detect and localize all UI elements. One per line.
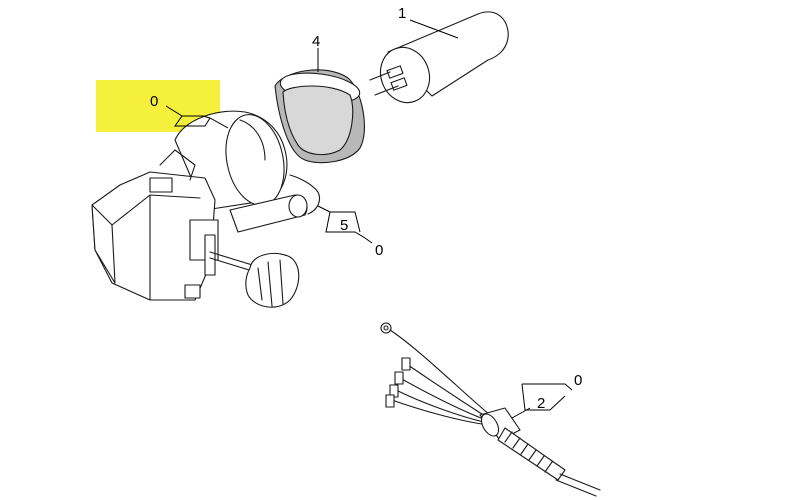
clamp-ring[interactable] — [274, 69, 365, 164]
callout-0-seal: 0 — [375, 242, 383, 259]
callout-5: 5 — [340, 217, 348, 234]
motor-assembly[interactable] — [91, 109, 308, 308]
capacitor[interactable] — [369, 11, 509, 110]
callout-0-motor: 0 — [150, 93, 158, 110]
callout-2: 2 — [537, 395, 545, 412]
callout-1: 1 — [398, 5, 406, 22]
callout-0-harness: 0 — [574, 372, 582, 389]
callout-4: 4 — [312, 33, 320, 50]
seal-gasket[interactable] — [289, 174, 321, 215]
cable-harness[interactable] — [380, 322, 601, 497]
